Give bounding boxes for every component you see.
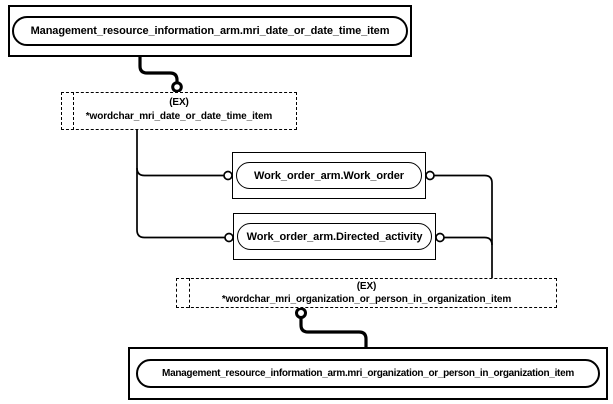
entity-box-mri-date-or-date-time-item: Management_resource_information_arm.mri_… xyxy=(8,5,412,57)
external-reference-tag: (EX) xyxy=(169,97,189,108)
open-circle-org-select xyxy=(297,309,306,318)
entity-label-work-order: Work_order_arm.Work_order xyxy=(254,169,404,182)
select-label-wordchar-mri-date-or-date-time-item: *wordchar_mri_date_or_date_time_item xyxy=(85,111,273,122)
open-circle-work-order-left xyxy=(224,172,232,180)
link-directed-activity-to-org-select xyxy=(444,238,492,246)
open-circle-directed-activity-right xyxy=(436,234,444,242)
entity-label-mri-organization-or-person-in-organization-item: Management_resource_information_arm.mri_… xyxy=(162,368,574,379)
link-date-select-to-directed-activity xyxy=(137,130,225,238)
open-circle-date-select xyxy=(173,83,182,92)
entity-box-mri-organization-or-person-in-organization-item: Management_resource_information_arm.mri_… xyxy=(128,347,608,400)
select-box-left-rail xyxy=(73,92,74,130)
select-box-wordchar-mri-date-or-date-time-item: (EX) *wordchar_mri_date_or_date_time_ite… xyxy=(61,92,297,130)
open-circle-work-order-right xyxy=(426,172,434,180)
entity-label-mri-date-or-date-time-item: Management_resource_information_arm.mri_… xyxy=(30,25,390,37)
external-reference-tag: (EX) xyxy=(356,281,377,292)
entity-label-directed-activity: Work_order_arm.Directed_activity xyxy=(246,230,423,243)
link-org-select-to-bottom-entity xyxy=(301,318,366,348)
select-label-wordchar-mri-organization-or-person: *wordchar_mri_organization_or_person_in_… xyxy=(221,294,512,305)
link-date-select-to-work-order xyxy=(137,168,224,176)
select-box-wordchar-mri-organization-or-person: (EX) *wordchar_mri_organization_or_perso… xyxy=(176,278,557,308)
link-work-order-to-org-select xyxy=(434,176,492,279)
entity-box-directed-activity: Work_order_arm.Directed_activity xyxy=(233,213,436,260)
select-box-left-rail xyxy=(189,278,190,308)
open-circle-directed-activity-left xyxy=(225,234,233,242)
link-top-entity-to-date-select xyxy=(140,57,177,83)
entity-box-work-order: Work_order_arm.Work_order xyxy=(232,152,426,199)
